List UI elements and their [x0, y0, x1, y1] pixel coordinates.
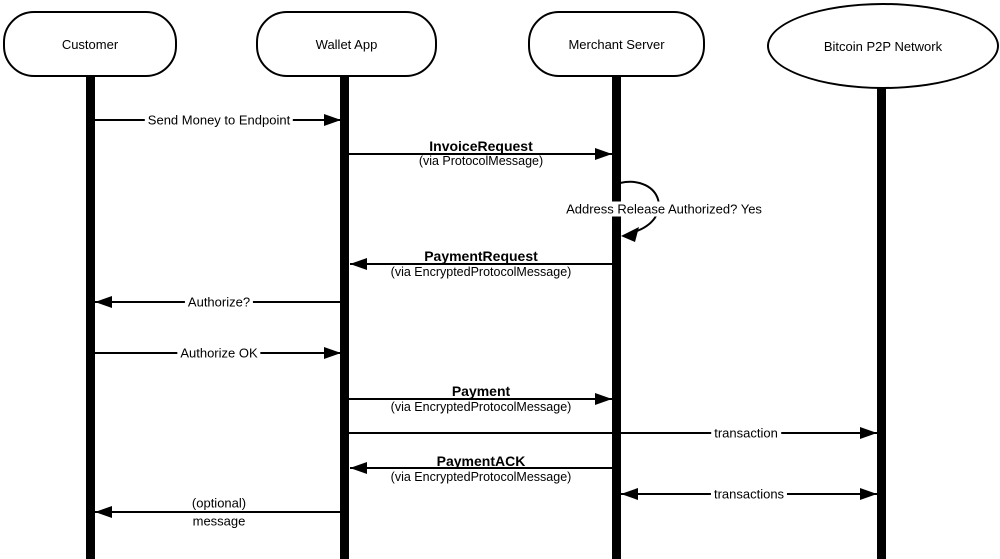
message-authorize-ok-label: Authorize OK: [177, 345, 261, 361]
actor-customer: Customer: [3, 11, 177, 77]
actor-customer-label: Customer: [61, 36, 119, 52]
arrowhead-left-icon: [350, 462, 367, 474]
actor-merchant-server-label: Merchant Server: [568, 36, 665, 52]
message-payment-ack-line: [350, 467, 612, 469]
arrowhead-left-icon: [621, 488, 638, 500]
actor-merchant-server: Merchant Server: [528, 11, 705, 77]
arrowhead-right-icon: [324, 114, 341, 126]
message-send-money-label: Send Money to Endpoint: [144, 112, 294, 128]
message-payment-label: Payment: [451, 383, 511, 399]
arrowhead-right-icon: [860, 488, 877, 500]
message-payment-sublabel: (via EncryptedProtocolMessage): [390, 400, 572, 414]
message-payment-request-label: PaymentRequest: [424, 248, 538, 264]
actor-bitcoin-p2p-network: Bitcoin P2P Network: [767, 3, 999, 89]
arrowhead-right-icon: [324, 347, 341, 359]
message-payment-ack-sublabel: (via EncryptedProtocolMessage): [390, 470, 572, 484]
arrowhead-left-icon: [95, 296, 112, 308]
arrowhead-right-icon: [595, 393, 612, 405]
message-invoice-request-line: [349, 153, 612, 155]
lifeline-merchant-server: [612, 76, 621, 559]
message-payment-request-line: [350, 263, 612, 265]
message-authorize-label: Authorize?: [184, 294, 254, 310]
message-invoice-request-sublabel: (via ProtocolMessage): [418, 154, 544, 168]
message-transactions-label: transactions: [710, 486, 788, 502]
message-invoice-request-label: InvoiceRequest: [429, 138, 533, 154]
arrowhead-right-icon: [860, 427, 877, 439]
actor-wallet-app: Wallet App: [256, 11, 437, 77]
arrowhead-right-icon: [595, 148, 612, 160]
actor-bitcoin-p2p-network-label: Bitcoin P2P Network: [823, 38, 943, 54]
message-payment-request-sublabel: (via EncryptedProtocolMessage): [390, 265, 572, 279]
lifeline-bitcoin-p2p-network: [877, 87, 886, 559]
lifeline-customer: [86, 76, 95, 559]
message-optional-label: (optional): [191, 495, 247, 511]
arrowhead-left-icon: [350, 258, 367, 270]
message-optional-message-sublabel: message: [192, 513, 246, 529]
message-transaction-label: transaction: [711, 425, 781, 441]
message-address-release-label: Address Release Authorized? Yes: [563, 201, 765, 217]
message-transaction-line: [349, 432, 877, 434]
arrowhead-left-icon: [95, 506, 112, 518]
message-payment-ack-label: PaymentACK: [436, 453, 526, 469]
message-payment-line: [349, 398, 612, 400]
message-optional-message-line: [95, 511, 340, 513]
actor-wallet-app-label: Wallet App: [315, 36, 378, 52]
lifeline-wallet-app: [340, 76, 349, 559]
self-loop-arc: [619, 180, 660, 242]
